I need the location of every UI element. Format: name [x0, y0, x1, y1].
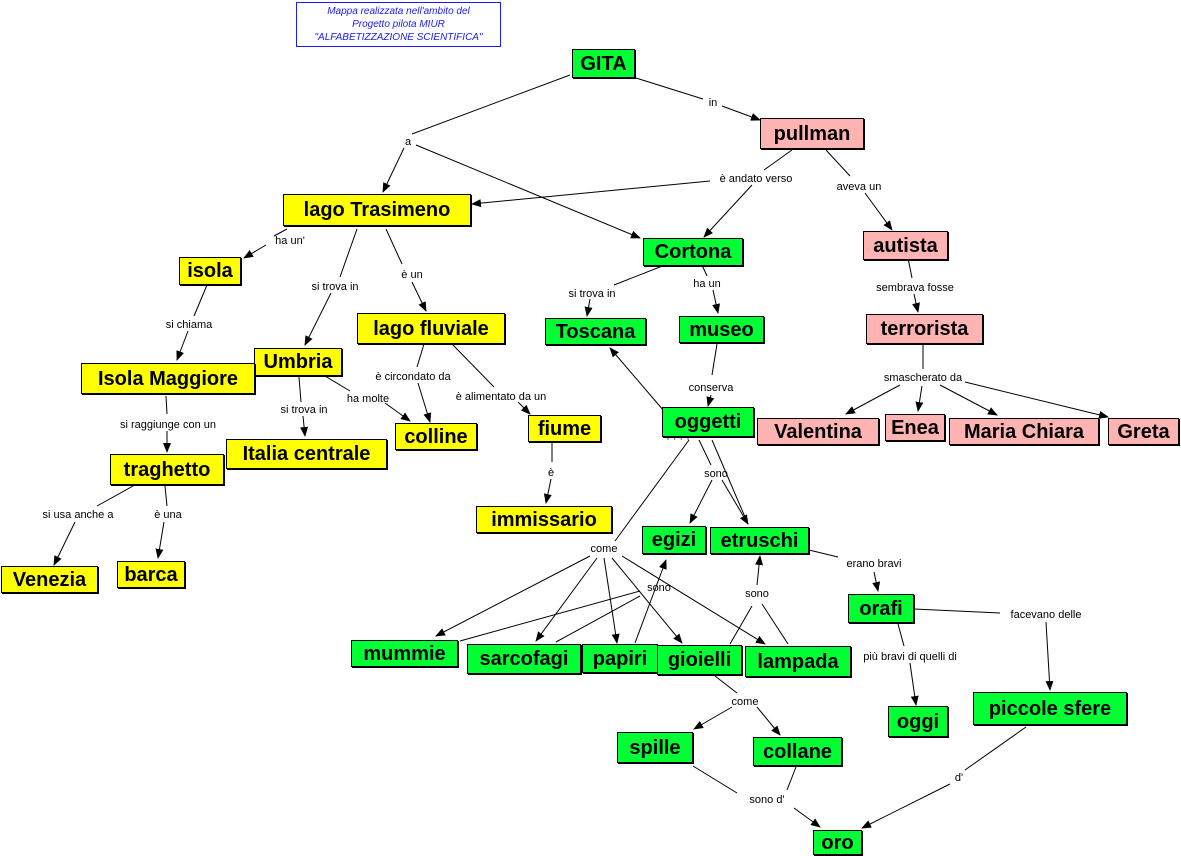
- link-piu-bravi: più bravi di quelli di: [863, 651, 957, 663]
- link-aveva-un: aveva un: [837, 181, 882, 193]
- link-sono-3: sono: [745, 588, 769, 600]
- note-line-1: Mappa realizzata nell'ambito del: [327, 6, 470, 17]
- node-fiume[interactable]: fiume: [528, 415, 601, 442]
- node-mummie[interactable]: mummie: [351, 640, 458, 667]
- node-terrorista[interactable]: terrorista: [866, 314, 983, 344]
- node-orafi[interactable]: orafi: [848, 594, 914, 623]
- link-si-trova-in-1: si trova in: [311, 281, 358, 293]
- note-line-2: Progetto pilota MIUR: [352, 19, 445, 30]
- node-toscana[interactable]: Toscana: [545, 318, 646, 345]
- link-si-raggiunge-con-un: si raggiunge con un: [120, 419, 216, 431]
- node-egizi[interactable]: egizi: [642, 526, 706, 554]
- link-e-grave: è: [548, 467, 554, 479]
- node-museo[interactable]: museo: [679, 316, 764, 343]
- link-ha-un: ha un: [693, 278, 721, 290]
- link-ha-molte: ha molte: [347, 393, 389, 405]
- link-e-alimentato-da-un: è alimentato da un: [456, 391, 547, 403]
- link-a: a: [405, 136, 412, 148]
- node-gita[interactable]: GITA: [572, 49, 635, 78]
- link-e-una: è una: [154, 509, 182, 521]
- link-sono-d-apos: sono d': [749, 794, 784, 806]
- node-pullman[interactable]: pullman: [760, 118, 864, 149]
- node-etruschi[interactable]: etruschi: [710, 527, 809, 554]
- node-oro[interactable]: oro: [813, 830, 862, 855]
- link-si-usa-anche-a: si usa anche a: [43, 509, 115, 521]
- link-come-1: come: [591, 543, 618, 555]
- node-gioielli[interactable]: gioielli: [657, 645, 742, 675]
- node-lampada[interactable]: lampada: [745, 646, 851, 677]
- node-sarcofagi[interactable]: sarcofagi: [467, 644, 581, 674]
- node-isola-maggiore[interactable]: Isola Maggiore: [81, 363, 255, 394]
- node-piccole-sfere[interactable]: piccole sfere: [973, 692, 1127, 725]
- link-d-apos: d': [955, 772, 963, 784]
- node-oggi[interactable]: oggi: [888, 706, 948, 737]
- link-in: in: [709, 97, 718, 109]
- link-smascherato-da: smascherato da: [884, 372, 963, 384]
- node-venezia[interactable]: Venezia: [1, 566, 98, 593]
- node-traghetto[interactable]: traghetto: [110, 454, 224, 485]
- link-si-chiama: si chiama: [166, 319, 213, 331]
- node-lago-fluviale[interactable]: lago fluviale: [357, 313, 505, 344]
- project-note: Mappa realizzata nell'ambito del Progett…: [296, 2, 501, 47]
- node-greta[interactable]: Greta: [1108, 418, 1179, 445]
- link-conserva: conserva: [689, 382, 735, 394]
- link-sembrava-fosse: sembrava fosse: [876, 282, 954, 294]
- link-e-circondato-da: è circondato da: [375, 371, 451, 383]
- node-valentina[interactable]: Valentina: [757, 418, 879, 445]
- link-sono-1: sono: [704, 468, 728, 480]
- node-immissario[interactable]: immissario: [476, 506, 612, 533]
- link-si-trova-in-2: si trova in: [568, 288, 615, 300]
- link-si-trova-in-3: si trova in: [280, 404, 327, 416]
- node-barca[interactable]: barca: [117, 561, 185, 588]
- node-umbria[interactable]: Umbria: [254, 348, 342, 376]
- node-collane[interactable]: collane: [753, 737, 842, 766]
- node-italia-centrale[interactable]: Italia centrale: [226, 439, 387, 469]
- node-cortona[interactable]: Cortona: [643, 238, 743, 266]
- link-facevano-delle: facevano delle: [1011, 609, 1082, 621]
- note-line-3: "ALFABETIZZAZIONE SCIENTIFICA": [314, 32, 483, 43]
- link-e-andato-verso: è andato verso: [720, 173, 793, 185]
- node-spille[interactable]: spille: [617, 732, 693, 763]
- node-papiri[interactable]: papiri: [582, 644, 658, 673]
- link-ha-un-apos: ha un': [275, 235, 305, 247]
- node-maria-chiara[interactable]: Maria Chiara: [949, 418, 1099, 445]
- node-lago-trasimeno[interactable]: lago Trasimeno: [283, 194, 471, 226]
- node-oggetti[interactable]: oggetti: [662, 407, 754, 437]
- node-isola[interactable]: isola: [179, 257, 241, 285]
- node-autista[interactable]: autista: [863, 231, 948, 260]
- link-e-un: è un: [401, 269, 422, 281]
- node-enea[interactable]: Enea: [885, 414, 945, 441]
- link-come-2: come: [732, 696, 759, 708]
- node-colline[interactable]: colline: [395, 423, 477, 450]
- link-erano-bravi: erano bravi: [846, 558, 901, 570]
- link-sono-2: sono: [647, 582, 671, 594]
